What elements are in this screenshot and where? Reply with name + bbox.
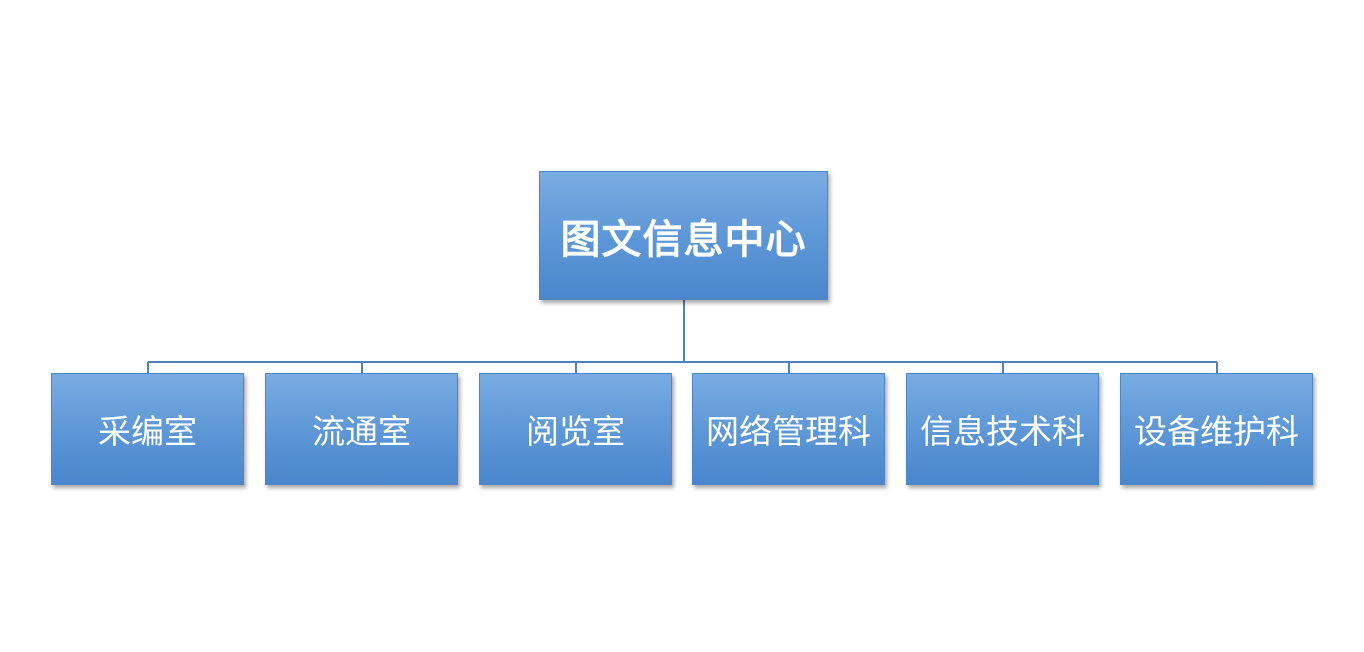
child-node-circulation: 流通室 [265,373,458,485]
child-node-label: 阅览室 [526,412,625,451]
child-node-equipment-maintenance: 设备维护科 [1120,373,1313,485]
child-node-label: 采编室 [98,412,197,451]
root-node-label: 图文信息中心 [560,216,807,263]
child-node-label: 信息技术科 [920,412,1085,451]
child-node-label: 网络管理科 [706,412,871,451]
child-node-label: 设备维护科 [1134,412,1299,451]
child-node-reading-room: 阅览室 [479,373,672,485]
child-node-label: 流通室 [312,412,411,451]
root-node: 图文信息中心 [539,171,828,300]
child-node-cataloging: 采编室 [51,373,244,485]
child-node-information-technology: 信息技术科 [906,373,1099,485]
child-node-network-management: 网络管理科 [692,373,885,485]
